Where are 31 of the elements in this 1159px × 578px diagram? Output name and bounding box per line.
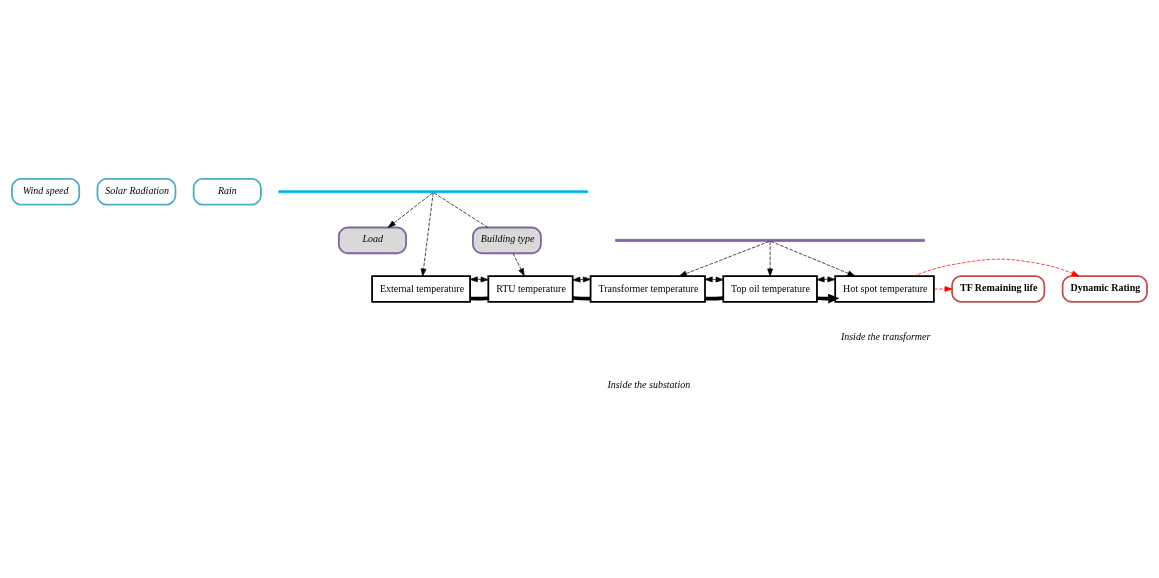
arrow (469, 276, 489, 283)
node-box: Solar Radiation (96, 177, 177, 206)
arrow (420, 192, 434, 277)
arrow (933, 286, 953, 292)
node-box: Dynamic Rating (1061, 275, 1148, 303)
label: Inside the substation (607, 379, 691, 391)
node-box: External temperature (371, 275, 471, 303)
node-box: Hot spot temperature (834, 275, 935, 303)
node-box: Load (337, 226, 407, 255)
node-bar (615, 238, 925, 242)
arrow (816, 276, 836, 283)
connector (433, 192, 489, 228)
connector (705, 296, 724, 301)
node-box: Wind speed (11, 177, 81, 206)
arrow (770, 241, 856, 277)
node-box: Transformer temperature (589, 275, 706, 303)
node-box: Building type (472, 226, 542, 255)
label: Inside the transformer (840, 330, 931, 342)
node-box: TF Remaining life (951, 275, 1046, 303)
node-box: RTU temperature (487, 275, 574, 303)
arrow (679, 241, 770, 277)
arrow (512, 253, 525, 277)
node-box: Rain (192, 177, 262, 206)
arrow (767, 241, 773, 277)
arrow (704, 276, 724, 283)
node-box: Top oil temperature (722, 275, 818, 303)
connector (572, 296, 591, 301)
arrow (913, 258, 1080, 277)
node-bar (278, 190, 589, 194)
arrow (572, 276, 591, 283)
arrow (387, 192, 433, 228)
